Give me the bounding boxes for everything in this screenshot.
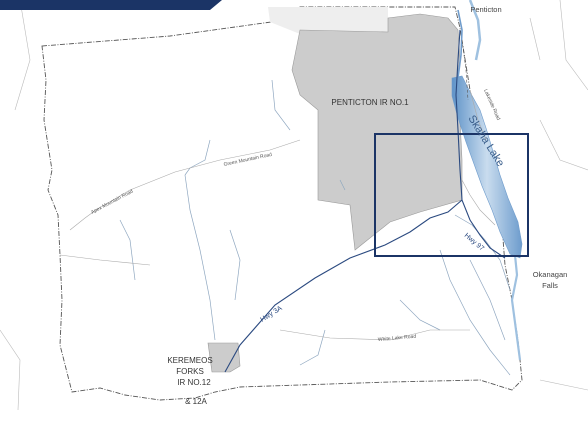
keremeos-label-3: IR NO.12: [177, 378, 211, 387]
hwy-3a-line: [224, 199, 506, 373]
okanagan-river-south: [510, 254, 522, 361]
waterways: [119, 79, 511, 376]
keremeos-label-1: KEREMEOS: [167, 356, 212, 365]
skaha-lake: [451, 75, 523, 259]
focus-area-box: [374, 133, 529, 257]
okanagan-falls-label-2: Falls: [542, 281, 558, 290]
white-lake-road-label: White Lake Road: [378, 334, 417, 343]
adjacent-area: [268, 7, 388, 34]
penticton-label: Penticton: [470, 5, 501, 14]
okanagan-channel: [457, 9, 463, 79]
keremeos-reserve-area: [207, 342, 241, 373]
context-boundaries: [0, 0, 588, 411]
keremeos-label-4: & 12A: [185, 397, 207, 406]
highways: [224, 29, 506, 373]
local-roads: [59, 89, 496, 341]
hwy-97-dashed: [461, 39, 469, 101]
okanagan-falls-label-1: Okanagan: [533, 270, 568, 279]
corner-tab: [0, 0, 222, 10]
okanagan-lake-shore: [468, 0, 482, 61]
hwy-97-line: [455, 29, 463, 201]
penticton-reserve-label: PENTICTON IR NO.1: [331, 98, 409, 107]
keremeos-label-2: FORKS: [176, 367, 204, 376]
